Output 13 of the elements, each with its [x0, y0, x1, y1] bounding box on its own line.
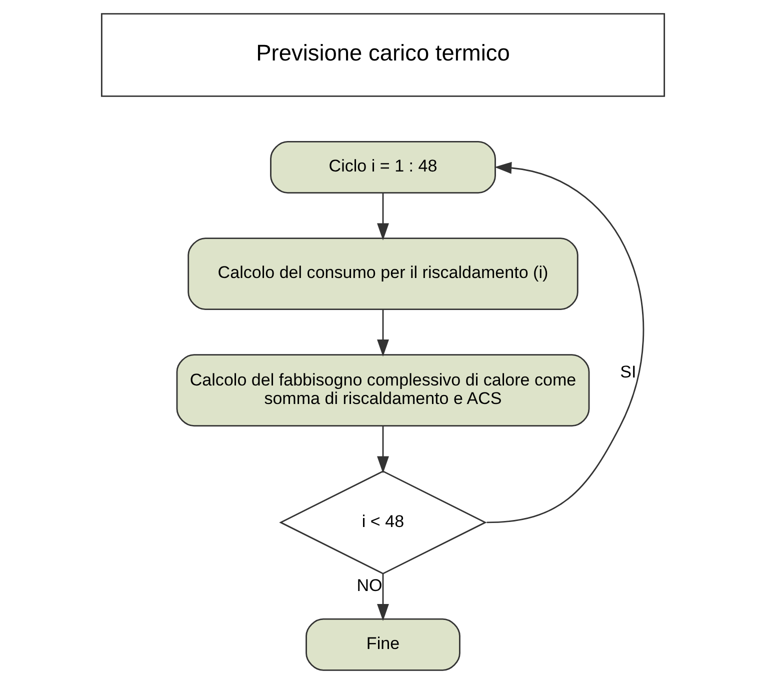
- node-box: Fine: [305, 618, 460, 671]
- node-box: Ciclo i = 1 : 48: [270, 140, 496, 194]
- edge-label: SI: [620, 362, 636, 382]
- node-box: Previsione carico termico: [100, 13, 665, 97]
- arrow: [486, 162, 644, 524]
- edge-label: NO: [356, 576, 382, 596]
- arrow: [376, 309, 388, 357]
- node-box: Calcolo del consumo per il riscaldamento (i): [187, 238, 578, 310]
- arrow: [376, 574, 388, 622]
- arrow: [376, 426, 388, 474]
- node-box: Calcolo del fabbisogno complessivo di calore come somma di riscaldamento e ACS: [176, 354, 590, 427]
- arrow: [376, 193, 388, 240]
- node-diamond: i < 48: [278, 470, 486, 574]
